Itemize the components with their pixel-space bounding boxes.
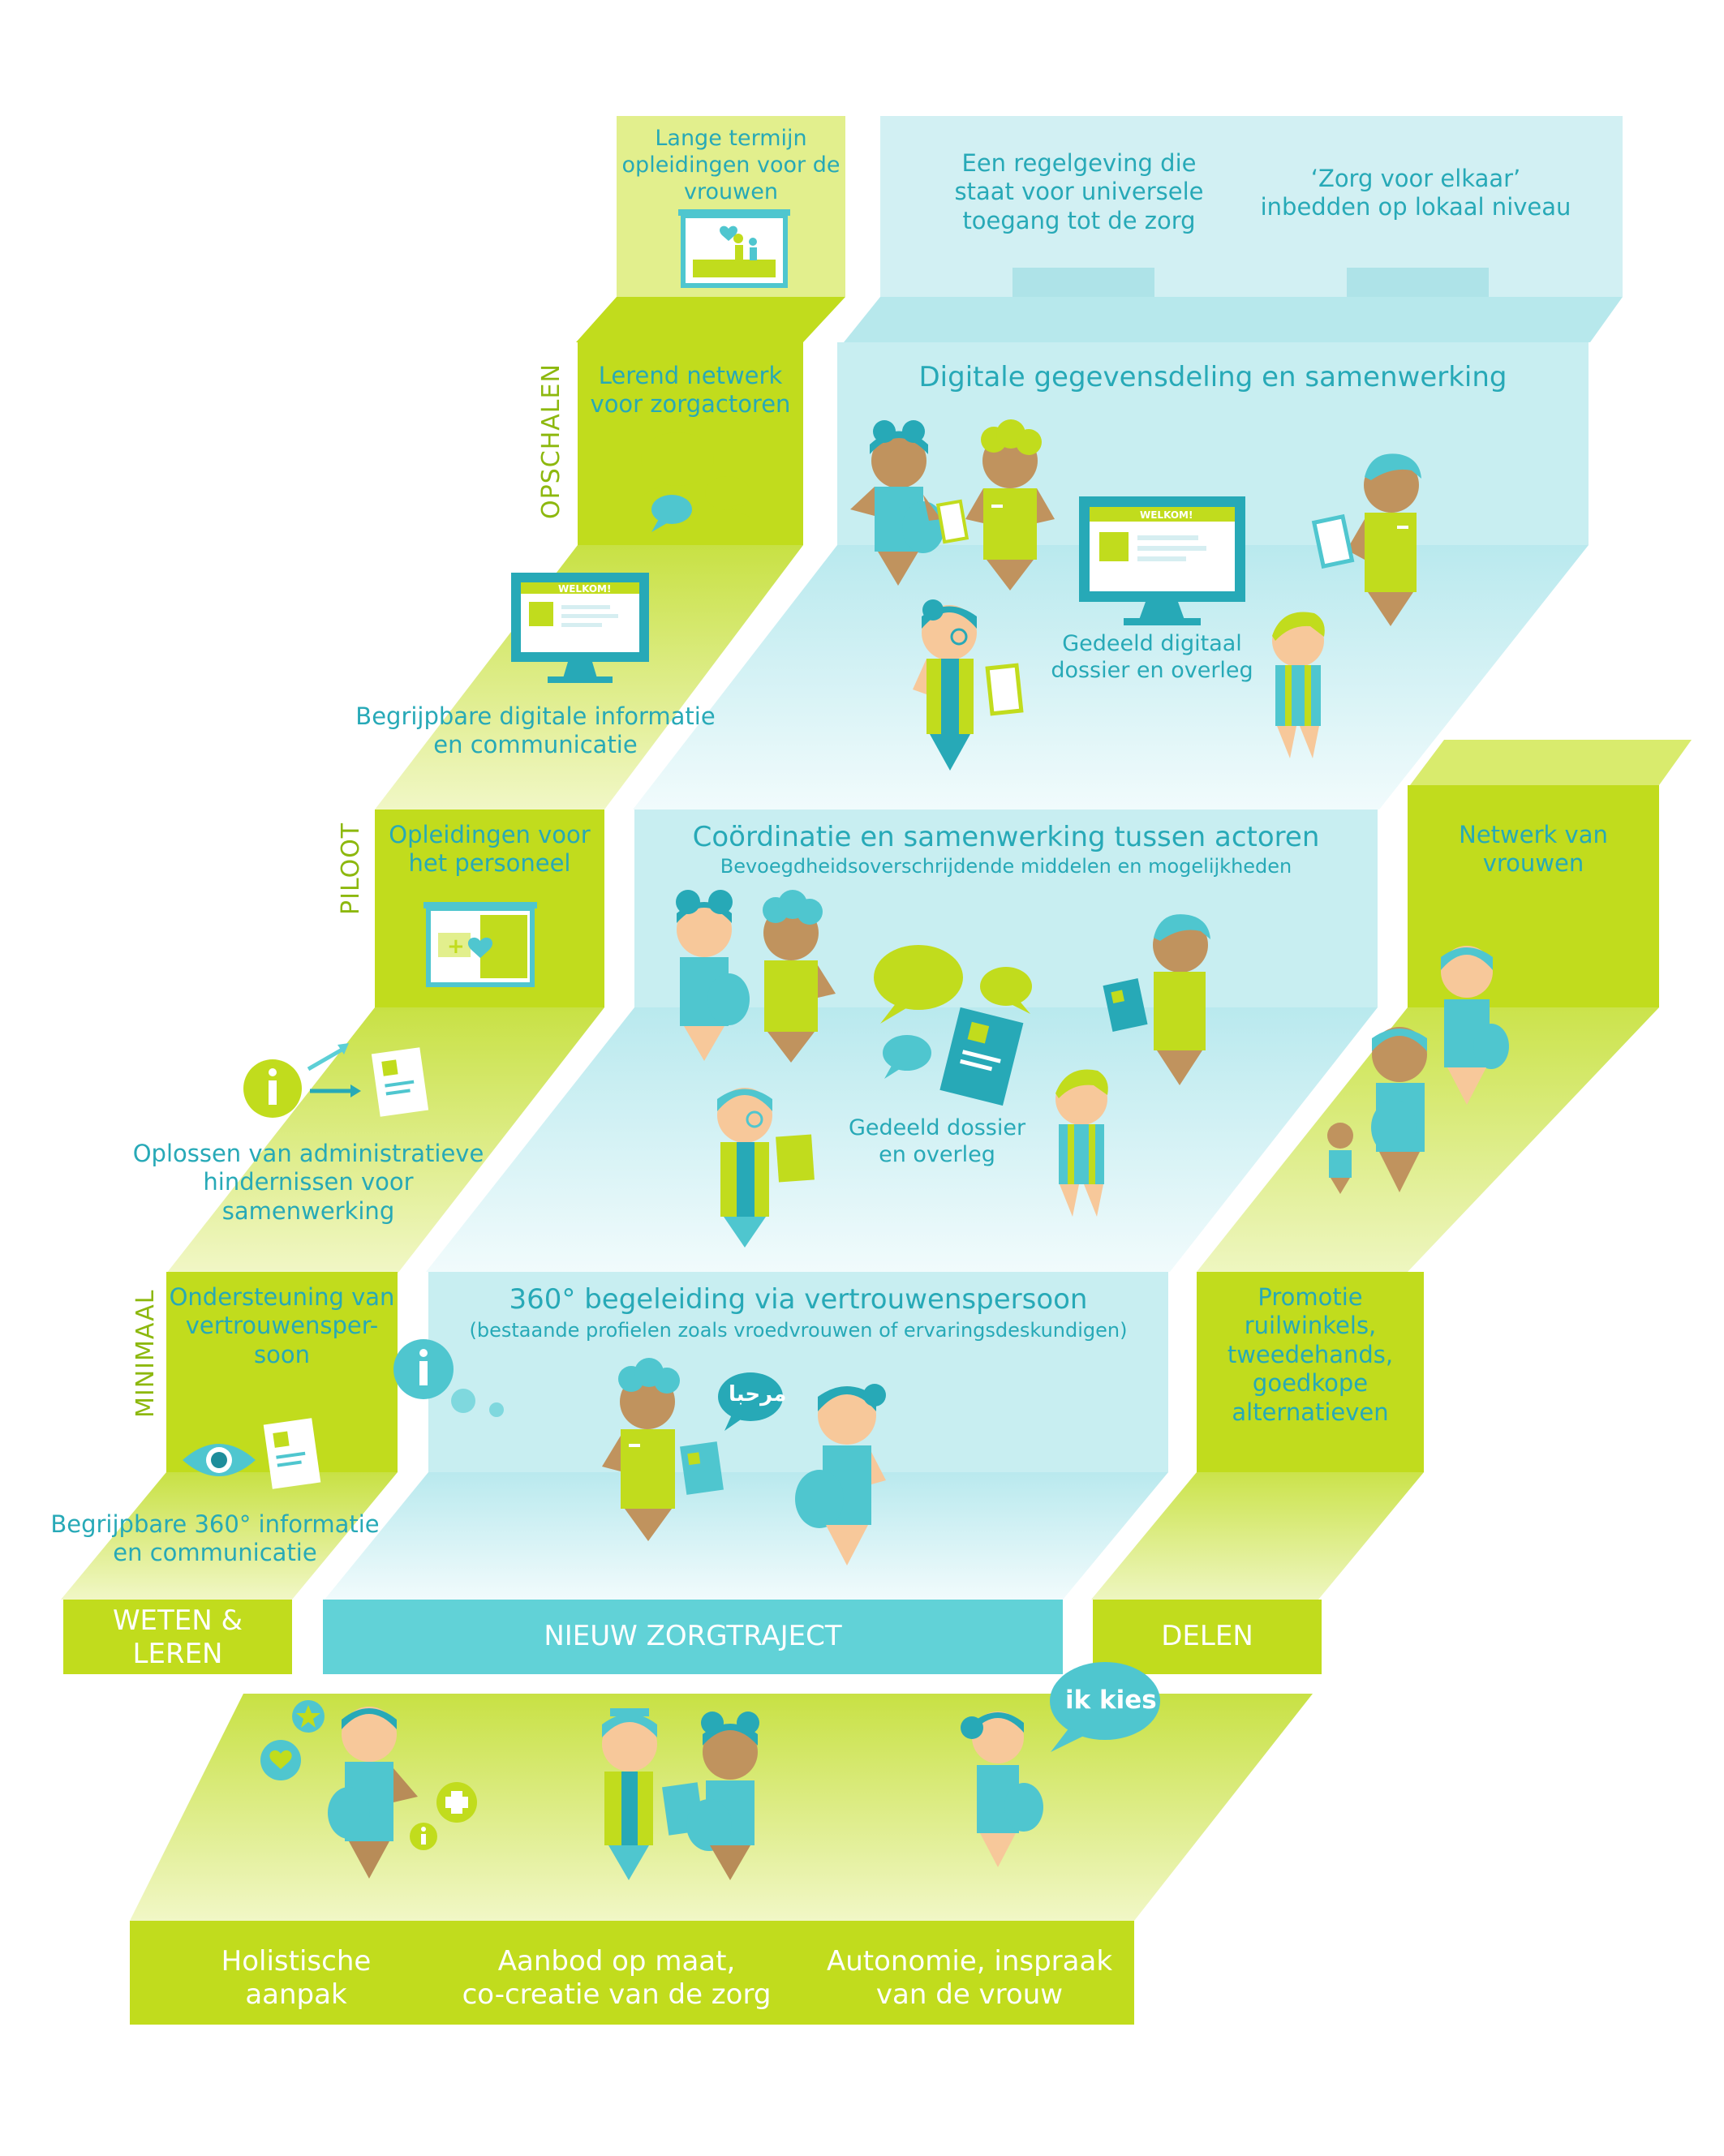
tablet-doctor-icon <box>1311 513 1355 569</box>
monitor-icon <box>511 573 649 683</box>
label-regelgeving: Een regelgeving die staat voor universel… <box>954 149 1204 234</box>
info-arrows-icon <box>243 1043 361 1118</box>
person-doctor-2 <box>1153 914 1210 1085</box>
label-begrijpbare-360: Begrijpbare 360° informatie en communica… <box>50 1510 380 1567</box>
bottom-holistic-icons <box>260 1700 477 1850</box>
person-network-woman-1 <box>1441 946 1509 1105</box>
eye-icon <box>183 1444 256 1476</box>
right-floor-top <box>1410 740 1692 785</box>
lime-wall-minimaal <box>166 1272 398 1472</box>
person-holistic-woman <box>328 1707 418 1879</box>
aqua-tab-2 <box>1347 268 1489 297</box>
label-aanbod: Aanbod op maat, co-creatie van de zorg <box>462 1945 772 2012</box>
level-piloot: PILOOT <box>337 822 365 915</box>
band-weten-leren: WETEN & LEREN <box>112 1604 243 1671</box>
tablet-icon <box>935 499 969 544</box>
shared-file-icon <box>939 1007 1024 1106</box>
band-delen: DELEN <box>1161 1620 1253 1652</box>
presentation-board-icon <box>678 209 790 288</box>
person-elderly-1 <box>913 599 977 771</box>
label-zorg-voor-elkaar: ‘Zorg voor elkaar’ inbedden op lokaal ni… <box>1260 165 1571 221</box>
ik-kies-bubble-icon <box>1050 1662 1160 1752</box>
subtitle-coordinatie: Bevoegdheidsoverschrijdende middelen en … <box>720 855 1292 878</box>
aqua-floor-minimaal <box>325 1472 1168 1600</box>
label-lange-termijn: Lange termijn opleidingen voor de vrouwe… <box>621 126 841 204</box>
person-elderly-2 <box>717 1088 772 1248</box>
monitor-welkom-icon <box>1079 496 1245 625</box>
label-gedeeld-digitaal: Gedeeld digitaal dossier en overleg <box>1051 631 1253 683</box>
small-info-icon <box>410 1823 437 1850</box>
right-floor-minimaal <box>1091 1472 1424 1600</box>
document-icon <box>371 1047 429 1117</box>
heart-icon <box>260 1740 301 1780</box>
coordination-bubbles-icon <box>874 945 1032 1079</box>
label-gedeeld-dossier: Gedeeld dossier en overleg <box>848 1115 1026 1167</box>
right-floor-piloot <box>1197 1007 1659 1272</box>
label-begrijpbare-digitale: Begrijpbare digitale informatie en commu… <box>355 702 716 759</box>
ik-kies-text: ik kies <box>1065 1686 1157 1715</box>
aqua-floor-top <box>844 297 1623 342</box>
label-netwerk-vrouwen: Netwerk van vrouwen <box>1459 821 1608 878</box>
clipboard-elderly-icon <box>776 1134 815 1183</box>
aqua-tab-1 <box>1012 268 1154 297</box>
level-opschalen: OPSCHALEN <box>537 363 565 519</box>
person-doctor-1 <box>1347 453 1421 626</box>
nieuw-band <box>323 1600 1063 1674</box>
lime-floor-top <box>576 297 845 342</box>
star-icon <box>292 1700 325 1733</box>
label-lerend-netwerk: Lerend netwerk voor zorgactoren <box>590 362 791 419</box>
title-digitale-gegevensdeling: Digitale gegevensdeling en samenwerking <box>918 361 1507 393</box>
lime-floor-piloot <box>166 1007 604 1273</box>
arabic-bubble-text: مرحبا <box>729 1382 787 1407</box>
person-network-child <box>1327 1123 1353 1194</box>
aqua-floor-piloot <box>426 1007 1378 1272</box>
label-oplossen: Oplossen van administratieve hindernisse… <box>132 1140 484 1225</box>
right-wall-minimaal <box>1197 1272 1424 1472</box>
label-autonomie: Autonomie, inspraak van de vrouw <box>826 1945 1113 2012</box>
title-coordinatie: Coördinatie en samenwerking tussen actor… <box>692 821 1320 853</box>
person-autonomous-woman <box>961 1711 1043 1867</box>
subtitle-begeleiding: (bestaande profielen zoals vroedvrouwen … <box>469 1319 1128 1342</box>
file-trustee-icon <box>680 1441 724 1495</box>
person-caregiver-2 <box>763 890 836 1063</box>
file-doctor-icon <box>1103 978 1148 1032</box>
bottom-band <box>130 1921 1134 2025</box>
person-boy-2 <box>1055 1069 1108 1217</box>
phone-elderly-icon <box>985 663 1024 716</box>
training-board-icon: + <box>423 902 537 987</box>
welkom-label-right: WELKOM! <box>1140 509 1193 521</box>
person-caregiver-1 <box>965 419 1055 591</box>
right-staircase <box>1091 740 1692 1600</box>
aqua-wall-top <box>880 116 1623 297</box>
label-opleidingen-personeel: Opleidingen voor het personeel <box>389 821 591 878</box>
chat-bubbles-icon <box>641 432 750 532</box>
lime-floor-minimaal <box>61 1472 398 1600</box>
title-begeleiding: 360° begeleiding via vertrouwenspersoon <box>509 1283 1088 1316</box>
delen-band <box>1093 1600 1322 1674</box>
weten-band <box>63 1600 292 1674</box>
person-boy-1 <box>1272 612 1325 758</box>
info-thought-icon <box>393 1339 504 1417</box>
band-nieuw-zorgtraject: NIEUW ZORGTRAJECT <box>544 1620 842 1652</box>
person-caregiver-bottom <box>602 1708 657 1880</box>
label-holistische: Holistische aanpak <box>221 1945 372 2012</box>
label-promotie: Promotie ruilwinkels, tweedehands, goedk… <box>1227 1283 1394 1426</box>
person-pregnant-woman-1 <box>850 420 944 586</box>
person-trustee <box>602 1358 680 1541</box>
level-minimaal: MINIMAAL <box>131 1289 160 1419</box>
arabic-speech-bubble-icon <box>718 1372 783 1431</box>
welkom-label-left: WELKOM! <box>558 583 612 595</box>
person-pregnant-woman-3 <box>795 1384 886 1565</box>
aqua-wall-minimaal <box>428 1272 1168 1472</box>
plus-icon <box>436 1782 477 1823</box>
person-pregnant-woman-2 <box>676 890 750 1061</box>
document-eye-icon <box>263 1418 321 1489</box>
aqua-floor-opschalen <box>633 545 1589 810</box>
person-network-woman-2 <box>1371 1027 1427 1192</box>
lime-wall-top <box>617 116 845 297</box>
svg-text:+: + <box>447 934 465 959</box>
person-pregnant-woman-bottom <box>686 1711 759 1880</box>
label-ondersteuning: Ondersteuning van vertrouwensper- soon <box>169 1283 395 1368</box>
